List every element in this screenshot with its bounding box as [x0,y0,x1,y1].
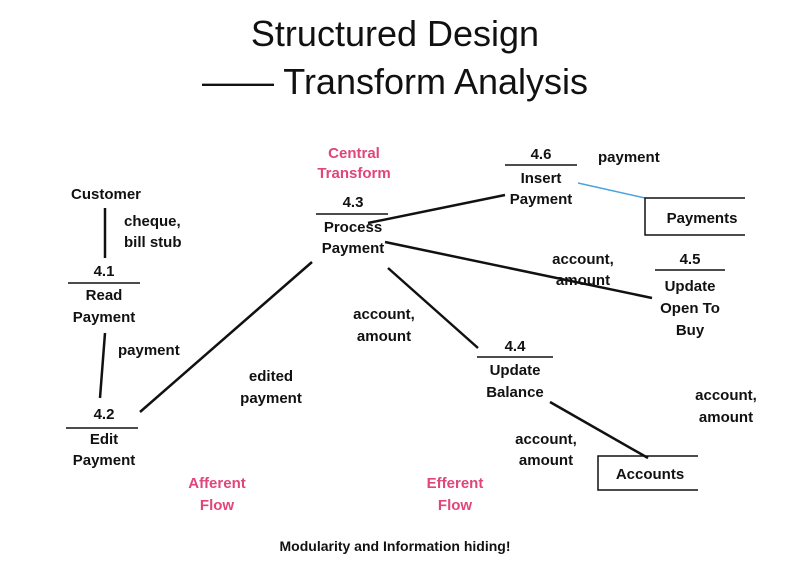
flow-line-44-accounts [549,400,649,460]
flow-cheque-label-1: cheque, [124,213,181,230]
p42-number: 4.2 [94,406,115,423]
flow-line-43-45 [384,240,653,300]
flow-edited-payment-label-1: edited [249,368,293,385]
p41-name-1: Read [86,287,123,304]
store-payments [644,197,745,236]
p45-number: 4.5 [680,251,701,268]
flow-line-43-44 [387,267,479,349]
flow-line-46-payments [577,182,646,199]
afferent-flow-label-2: Flow [200,497,234,514]
flow-cheque-label-2: bill stub [124,234,182,251]
p45-name-2: Open To [660,300,720,317]
flow-account-amount-44-accounts-label-1: account, [515,431,577,448]
external-customer: Customer [71,186,141,203]
flow-edited-payment-label-2: payment [240,390,302,407]
p43-number: 4.3 [343,194,364,211]
p46-number: 4.6 [531,146,552,163]
flow-account-amount-43-45-label-2: amount [556,272,610,289]
p44-name-2: Balance [486,384,544,401]
p45-name-1: Update [665,278,716,295]
central-transform-label-1: Central [328,145,380,162]
p44-name-1: Update [490,362,541,379]
p46-name-2: Payment [510,191,573,208]
central-transform-label-2: Transform [317,165,390,182]
flow-account-amount-44-accounts-label-2: amount [519,452,573,469]
title-line-1: Structured Design [250,13,540,54]
p41-name-2: Payment [73,309,136,326]
p46-name-1: Insert [521,170,562,187]
flow-line-41-42 [98,332,107,399]
title-line-2: —— Transform Analysis [201,61,589,102]
flow-account-amount-right-label-1: account, [695,387,757,404]
p41-number: 4.1 [94,263,115,280]
flow-account-amount-right-label-2: amount [699,409,753,426]
efferent-flow-label-2: Flow [438,497,472,514]
p45-name-3: Buy [676,322,705,339]
flow-account-amount-43-44-label-2: amount [357,328,411,345]
efferent-flow-label-1: Efferent [427,475,484,492]
flow-payment-46-label: payment [598,149,660,166]
flow-payment-41-42-label: payment [118,342,180,359]
p43-name-1: Process [324,219,382,236]
p43-name-2: Payment [322,240,385,257]
p42-name-2: Payment [73,452,136,469]
store-payments-label: Payments [667,210,738,227]
flow-line-42-43 [139,261,313,413]
p42-name-1: Edit [90,431,118,448]
footer-note: Modularity and Information hiding! [279,538,511,554]
flow-account-amount-43-45-label-1: account, [552,251,614,268]
store-accounts [597,455,698,491]
flow-line-43-46 [367,193,506,225]
store-accounts-label: Accounts [616,466,684,483]
flow-account-amount-43-44-label-1: account, [353,306,415,323]
p44-number: 4.4 [505,338,527,355]
afferent-flow-label-1: Afferent [188,475,246,492]
